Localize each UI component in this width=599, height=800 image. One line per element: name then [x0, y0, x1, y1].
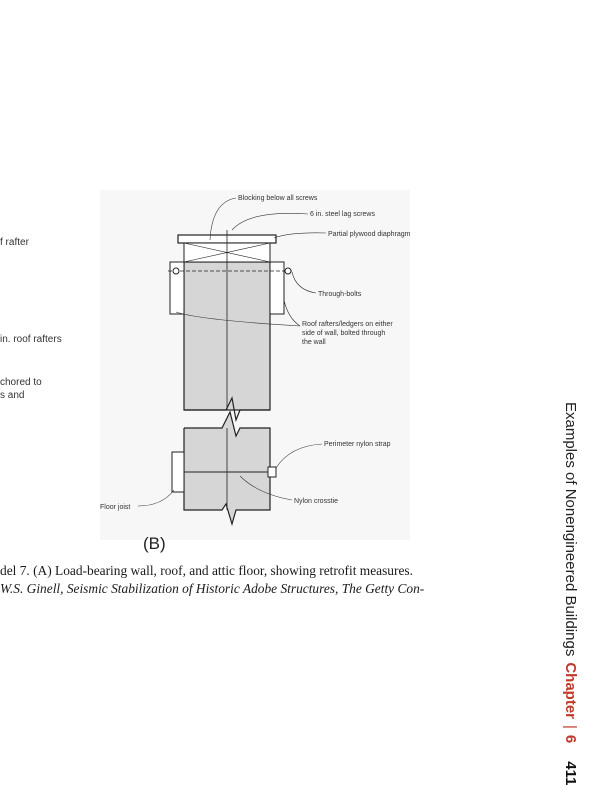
ledger-right: [269, 261, 285, 315]
label-rafters-line3: the wall: [302, 339, 326, 346]
label-blocking: Blocking below all screws: [238, 195, 318, 202]
leader-through-bolts: [291, 271, 317, 294]
label-rafters-line1: Roof rafters/ledgers on either: [302, 321, 393, 328]
running-head-title: Examples of Nonengineered Buildings: [562, 402, 580, 657]
leader-rafters-left: [175, 311, 301, 327]
page-number: 411: [562, 761, 580, 786]
left-fragment-anchored: chored to: [0, 377, 42, 388]
left-fragment-and: s and: [0, 390, 25, 401]
label-floor-joist: Floor joist: [100, 504, 130, 511]
ledger-left: [169, 261, 185, 315]
leader-floor-joist: [137, 489, 175, 507]
leader-rafters-right: [283, 299, 301, 327]
leader-plywood: [273, 232, 327, 239]
label-crosstie: Nylon crosstie: [294, 498, 338, 505]
leader-lag-screws: [231, 213, 309, 231]
bolt-head-left: [172, 267, 180, 275]
leader-blocking: [209, 197, 237, 241]
left-fragment-rafter: f rafter: [0, 237, 29, 248]
figure-label: (B): [143, 534, 166, 553]
running-head-chapter-number: 6: [562, 734, 580, 744]
bolt-head-right: [284, 267, 292, 275]
left-fragment-roof-rafters: in. roof rafters: [0, 334, 62, 345]
label-plywood: Partial plywood diaphragm: [328, 231, 411, 238]
strap-buckle: [267, 466, 277, 478]
figure-caption-line2: W.S. Ginell, Seismic Stabilization of Hi…: [0, 581, 425, 596]
label-lag-screws: 6 in. steel lag screws: [310, 211, 375, 218]
label-strap: Perimeter nylon strap: [324, 441, 391, 448]
upper-wall-break: [184, 396, 270, 423]
figure-caption-line1: del 7. (A) Load-bearing wall, roof, and …: [0, 563, 413, 578]
leader-crosstie: [239, 475, 293, 501]
leader-strap: [275, 443, 323, 469]
running-head-separator: |: [562, 725, 580, 729]
label-through-bolts: Through-bolts: [318, 291, 362, 298]
floor-joist: [171, 451, 185, 493]
label-rafters-line2: side of wall, bolted through: [302, 330, 385, 337]
running-head: Examples of Nonengineered Buildings Chap…: [559, 402, 583, 785]
running-head-chapter: Chapter: [562, 662, 580, 720]
